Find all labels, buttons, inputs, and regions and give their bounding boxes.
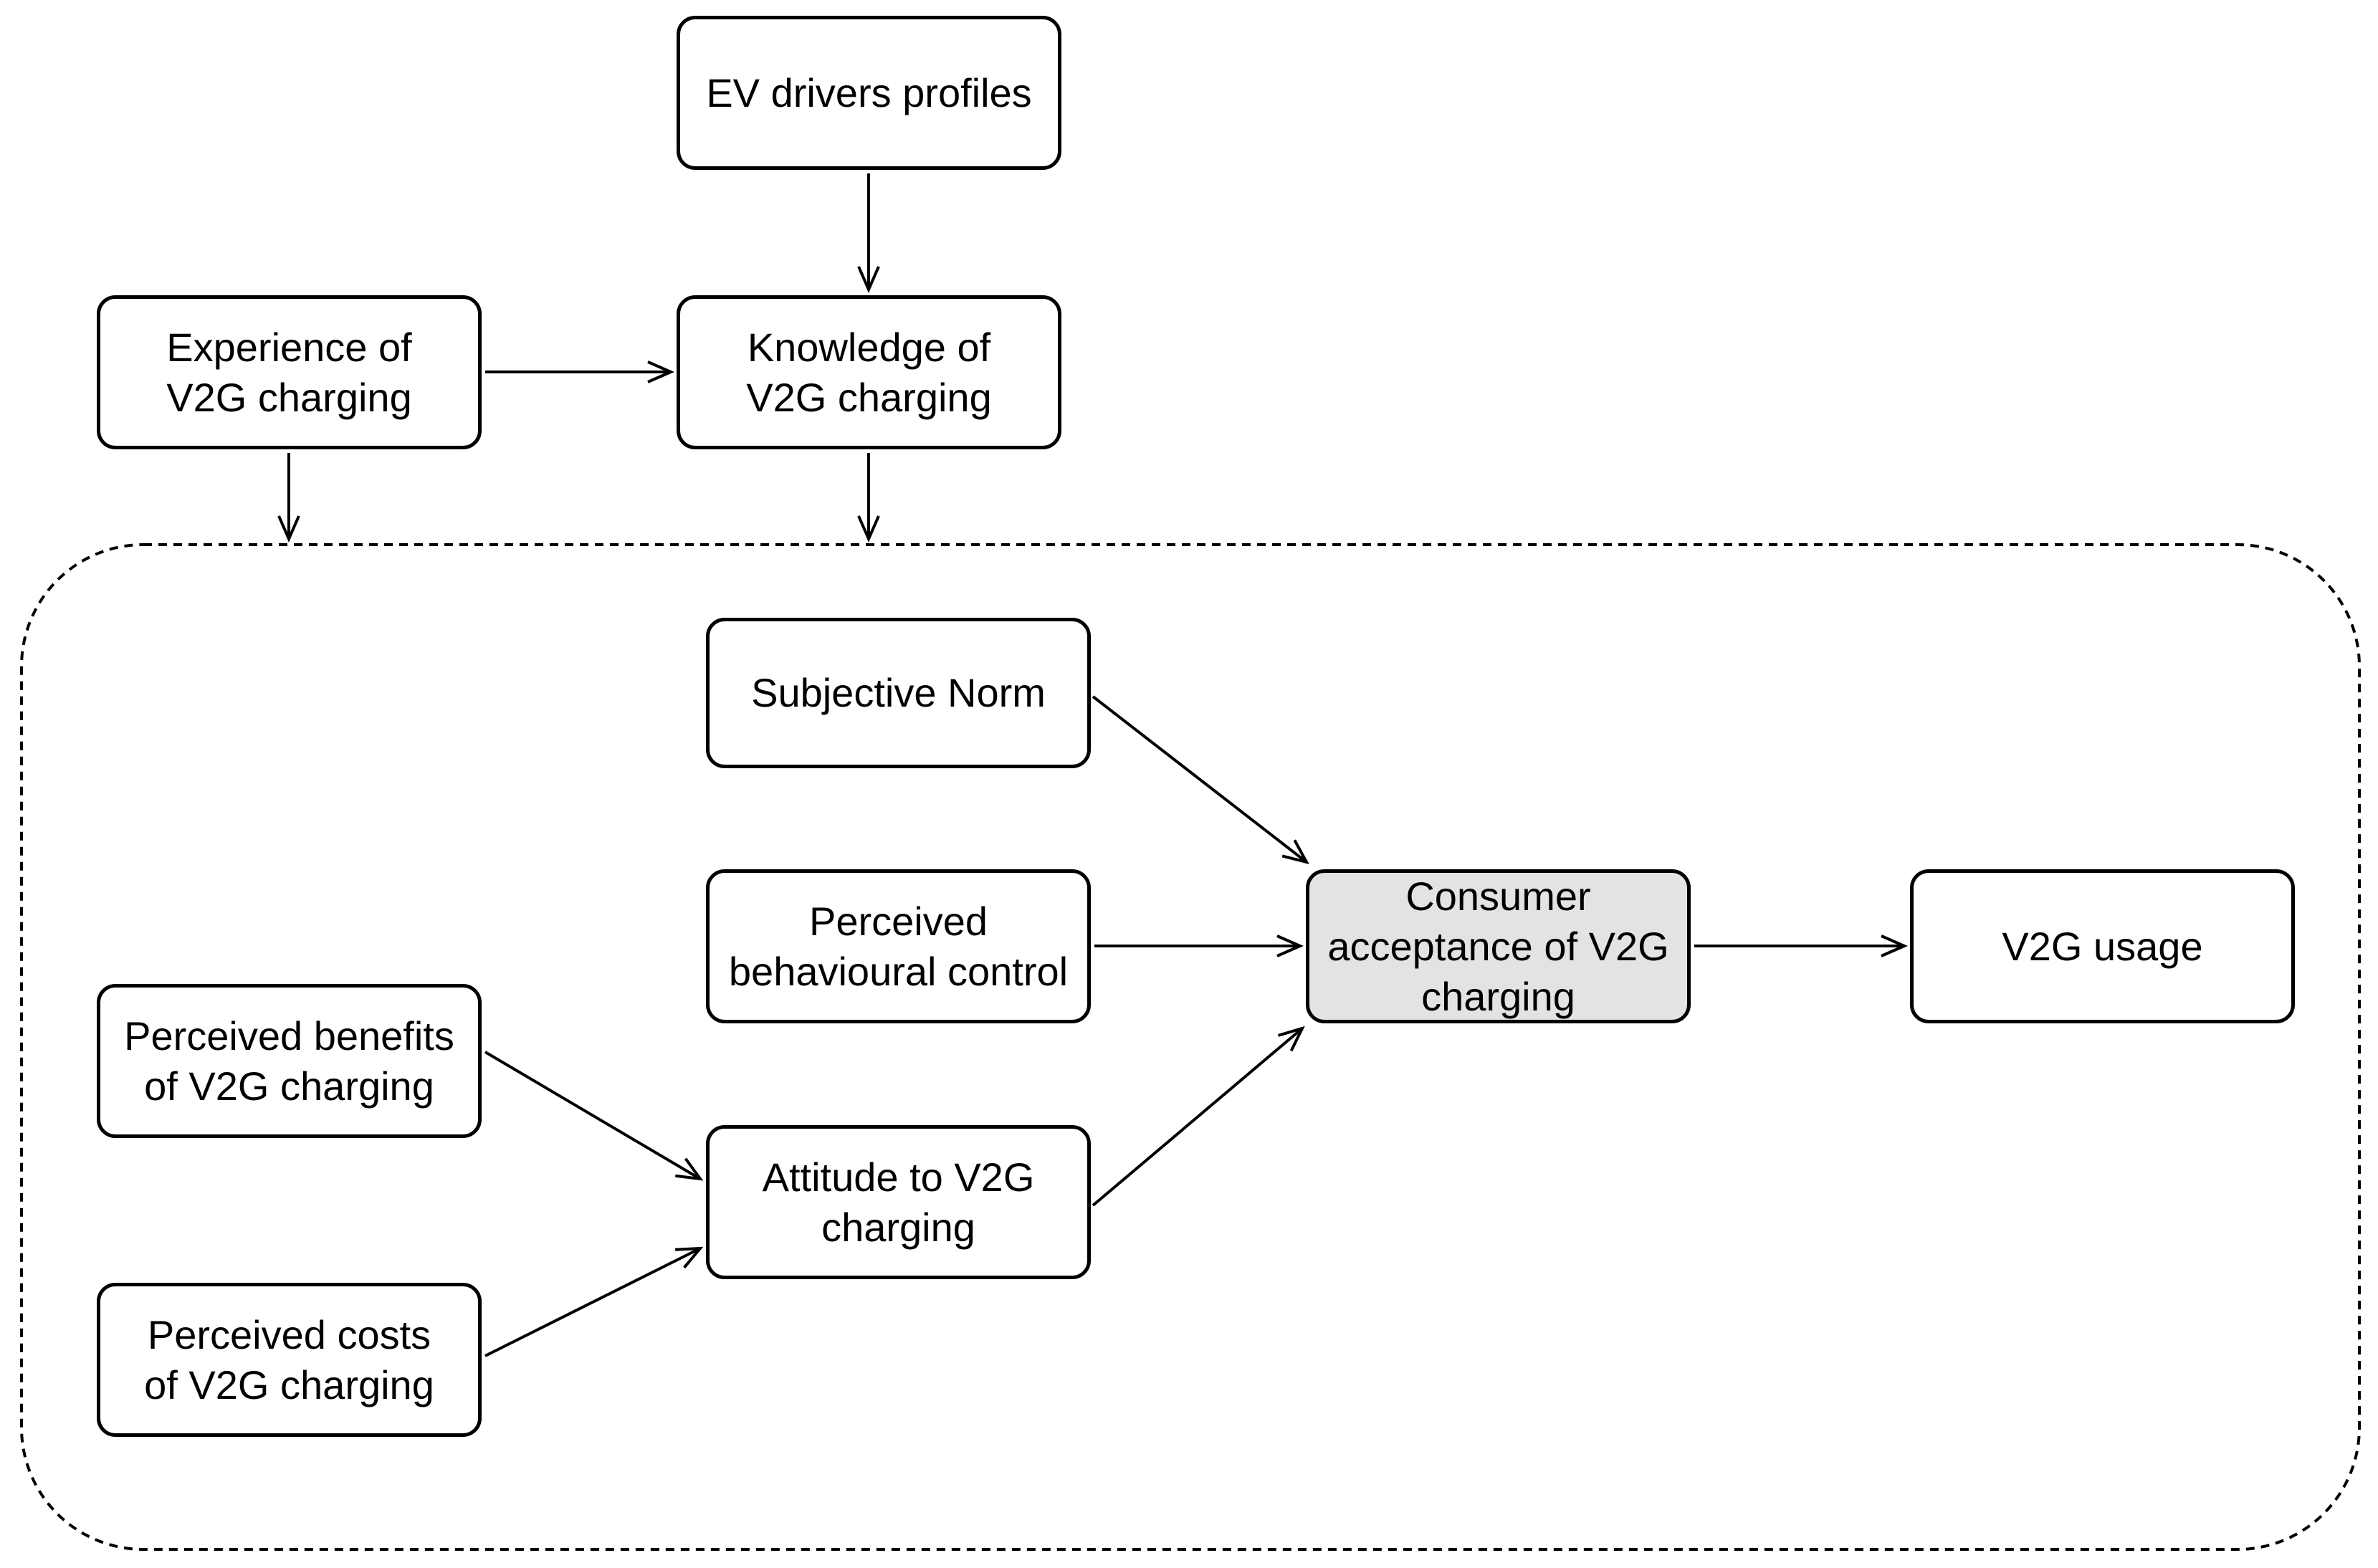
arrow-subjective-norm-to-acceptance [1092, 695, 1309, 865]
node-label: EV drivers profiles [706, 70, 1032, 115]
node-attitude-to-v2g-charging: Attitude to V2G charging [706, 1125, 1091, 1279]
node-perceived-costs: Perceived costs of V2G charging [97, 1283, 482, 1437]
node-label: Perceived behavioural control [728, 898, 1069, 994]
arrow-costs-to-attitude [484, 1246, 704, 1357]
node-v2g-usage: V2G usage [1910, 869, 2295, 1023]
node-perceived-benefits: Perceived benefits of V2G charging [97, 984, 482, 1138]
node-label: Experience of V2G charging [166, 324, 412, 420]
dashed-model-boundary [20, 543, 2361, 1551]
node-knowledge-of-v2g-charging: Knowledge of V2G charging [677, 295, 1061, 449]
node-label: Attitude to V2G charging [762, 1154, 1035, 1250]
arrow-attitude-to-acceptance [1092, 1026, 1305, 1207]
node-label: Knowledge of V2G charging [746, 324, 992, 420]
node-label: Consumer acceptance of V2G charging [1327, 873, 1669, 1019]
node-ev-drivers-profiles: EV drivers profiles [677, 16, 1061, 170]
node-label: Perceived costs of V2G charging [144, 1311, 434, 1407]
node-consumer-acceptance: Consumer acceptance of V2G charging [1306, 869, 1691, 1023]
node-subjective-norm: Subjective Norm [706, 618, 1091, 768]
node-label: Subjective Norm [751, 670, 1046, 715]
node-perceived-behavioural-control: Perceived behavioural control [706, 869, 1091, 1023]
node-label: Perceived benefits of V2G charging [124, 1013, 454, 1109]
arrow-benefits-to-attitude [484, 1051, 704, 1181]
node-experience-of-v2g-charging: Experience of V2G charging [97, 295, 482, 449]
node-label: V2G usage [2002, 923, 2203, 969]
